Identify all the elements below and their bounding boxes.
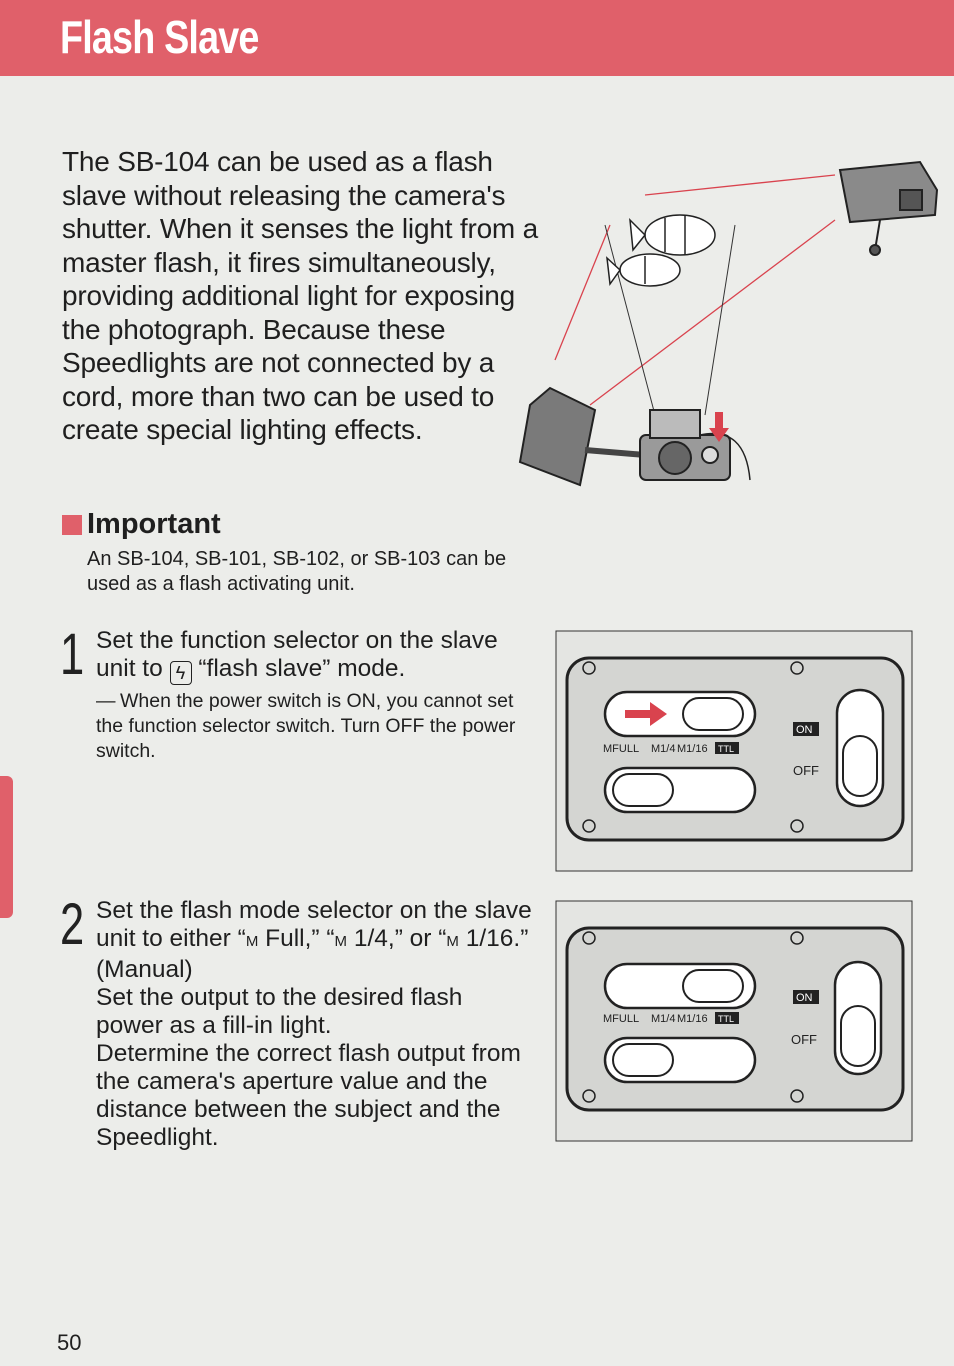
control-panel-diagram-1: MFULL M1/4 M1/16 TTL ON OFF	[555, 630, 913, 872]
svg-text:OFF: OFF	[793, 763, 819, 778]
intro-paragraph: The SB-104 can be used as a flash slave …	[62, 146, 539, 445]
slave-flash-unit-top	[838, 160, 939, 256]
step-1-instruction: Set the function selector on the slave u…	[96, 627, 498, 685]
flash-slave-illustration	[518, 160, 939, 487]
svg-text:M1/4: M1/4	[651, 1013, 675, 1025]
important-body: An SB-104, SB-101, SB-102, or SB-103 can…	[87, 548, 507, 595]
control-panel-diagram-2: MFULL M1/4 M1/16 TTL ON OFF	[555, 900, 913, 1142]
step-1: 1 Set the function selector on the slave…	[60, 622, 535, 764]
step-2-output-text: Set the output to the desired flash powe…	[96, 984, 463, 1039]
page-header: Flash Slave	[0, 0, 954, 76]
svg-text:TTL: TTL	[718, 744, 734, 754]
svg-text:M1/4: M1/4	[651, 743, 675, 755]
step-2-instruction: Set the flash mode selector on the slave…	[96, 897, 532, 983]
page-number: 50	[57, 1330, 82, 1355]
svg-text:M1/16: M1/16	[677, 743, 708, 755]
camera	[639, 409, 731, 481]
svg-text:MFULL: MFULL	[603, 1013, 639, 1025]
step-2: 2 Set the flash mode selector on the sla…	[60, 892, 535, 1152]
red-square-marker	[62, 514, 82, 535]
important-heading: Important	[87, 508, 221, 540]
step-2-determine-text: Determine the correct flash output from …	[96, 1040, 521, 1151]
important-note: Important An SB-104, SB-101, SB-102, or …	[62, 508, 532, 597]
master-flash-unit	[518, 386, 646, 487]
step-number: 1	[60, 622, 85, 687]
svg-text:ON: ON	[796, 724, 813, 736]
svg-text:M1/16: M1/16	[677, 1013, 708, 1025]
svg-text:ON: ON	[796, 992, 813, 1004]
svg-text:OFF: OFF	[791, 1032, 817, 1047]
svg-text:MFULL: MFULL	[603, 743, 639, 755]
step-number: 2	[60, 892, 85, 957]
light-rays	[554, 174, 836, 406]
fish-subject	[606, 214, 716, 287]
svg-text:TTL: TTL	[718, 1014, 734, 1024]
step-1-note: —When the power switch is ON, you cannot…	[96, 690, 516, 762]
flash-slave-symbol-icon: ϟ	[169, 661, 192, 685]
page-title: Flash Slave	[60, 11, 259, 63]
section-tab-marker	[0, 776, 13, 918]
